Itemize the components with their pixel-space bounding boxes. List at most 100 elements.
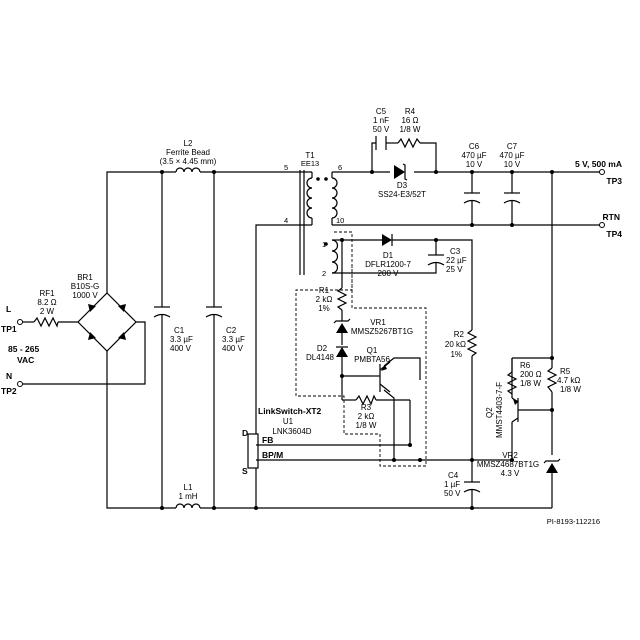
c1-voltage: 400 V [170,344,192,353]
u1-ic-body [247,433,259,469]
rf1-power: 2 W [40,307,55,316]
tp4-label: TP4 [606,229,622,239]
r1-name: R1 [319,286,330,295]
l1-value: 1 mH [178,492,197,501]
r3-name: R3 [361,403,372,412]
d2-diode [336,346,348,357]
c6-name: C6 [469,142,480,151]
c5-value: 1 nF [373,116,389,125]
vr2-voltage: 4.3 V [501,469,520,478]
d1-diode [382,234,393,246]
vr1-zener-diode [333,318,351,333]
r2-resistor [466,329,478,357]
l1-inductor [175,503,201,509]
t1-pin5: 5 [284,163,288,172]
r4-name: R4 [405,107,416,116]
c2-value: 3.3 µF [222,335,245,344]
l2-size: (3.5 × 4.45 mm) [160,157,217,166]
r5-resistor [546,367,558,393]
t1-transformer [299,170,339,275]
t1-core: EE13 [301,159,319,168]
c4-name: C4 [448,471,459,480]
u1-part: LNK3604D [272,427,311,436]
u1-pin-d: D [242,428,248,438]
junction-dots [160,170,554,510]
tp1-label: TP1 [1,324,17,334]
r4-value: 16 Ω [401,116,418,125]
d3-schottky-diode [394,163,408,181]
l2-ferrite-bead [175,167,201,173]
r6-power: 1/8 W [520,379,541,388]
c7-name: C7 [507,142,518,151]
u1-name: U1 [283,417,294,426]
br1-voltage: 1000 V [72,291,98,300]
d1-part: DFLR1200-7 [365,260,411,269]
r1-value: 2 kΩ [316,295,333,304]
u1-pin-fb: FB [262,435,273,445]
rf1-value: 8.2 Ω [37,298,56,307]
c4-value: 1 µF [444,480,460,489]
d1-name: D1 [383,251,394,260]
d3-name: D3 [397,181,408,190]
l1-name: L1 [184,483,193,492]
c2-name: C2 [226,326,237,335]
text-labels: L TP1 N TP2 85 - 265 VAC RF1 8.2 Ω 2 W B… [1,107,622,526]
q2-name: Q2 [485,407,494,418]
r6-value: 200 Ω [520,370,542,379]
c4-capacitor [463,481,481,493]
r2-tolerance: 1% [450,350,462,359]
q1-transistor [372,361,391,393]
c4-voltage: 50 V [444,489,461,498]
r6-name: R6 [520,361,531,370]
tp1-terminal [17,319,23,325]
vr1-name: VR1 [370,318,386,327]
l2-type: Ferrite Bead [166,148,210,157]
vac-range: 85 - 265 [8,344,39,354]
r5-value: 4.7 kΩ [557,376,580,385]
r5-name: R5 [560,367,571,376]
vr2-name: VR2 [502,451,518,460]
c5-voltage: 50 V [373,125,390,134]
c1-value: 3.3 µF [170,335,193,344]
vr1-part: MMSZ5267BT1G [351,327,413,336]
r4-resistor [397,137,421,149]
c1-name: C1 [174,326,185,335]
t1-name: T1 [305,151,315,160]
q1-part: PMBTA56 [354,355,390,364]
c3-voltage: 25 V [446,265,463,274]
drawing-id: PI-8193-112216 [547,517,600,526]
r2-value: 20 kΩ [445,340,466,349]
tp1-l-label: L [6,304,11,314]
u1-pin-s: S [242,466,248,476]
t1-pin10: 10 [336,216,344,225]
r3-power: 1/8 W [356,421,377,430]
c2-voltage: 400 V [222,344,244,353]
br1-part: B10S-G [71,282,99,291]
c5-capacitor [375,136,387,150]
tp2-label: TP2 [1,386,17,396]
c3-value: 22 µF [446,256,467,265]
q2-transistor [511,397,519,423]
wires [22,142,600,509]
r1-resistor [336,287,348,311]
d2-part: DL4148 [306,353,335,362]
tp4-terminal [599,222,605,228]
vr2-part: MMSZ4687BT1G [477,460,539,469]
c6-capacitor [463,192,481,204]
r1-tolerance: 1% [318,304,330,313]
t1-pin2: 2 [322,269,326,278]
c7-value: 470 µF [499,151,524,160]
c7-capacitor [503,192,521,204]
q1-name: Q1 [367,346,378,355]
rtn-label: RTN [603,212,620,222]
br1-name: BR1 [77,273,93,282]
c2-capacitor [205,306,223,318]
d3-part: SS24-E3/52T [378,190,426,199]
u1-family: LinkSwitch-XT2 [258,406,322,416]
br1-bridge-rectifier [77,292,137,352]
r3-value: 2 kΩ [358,412,375,421]
c1-capacitor [153,306,171,318]
l2-name: L2 [184,139,193,148]
r5-power: 1/8 W [560,385,581,394]
